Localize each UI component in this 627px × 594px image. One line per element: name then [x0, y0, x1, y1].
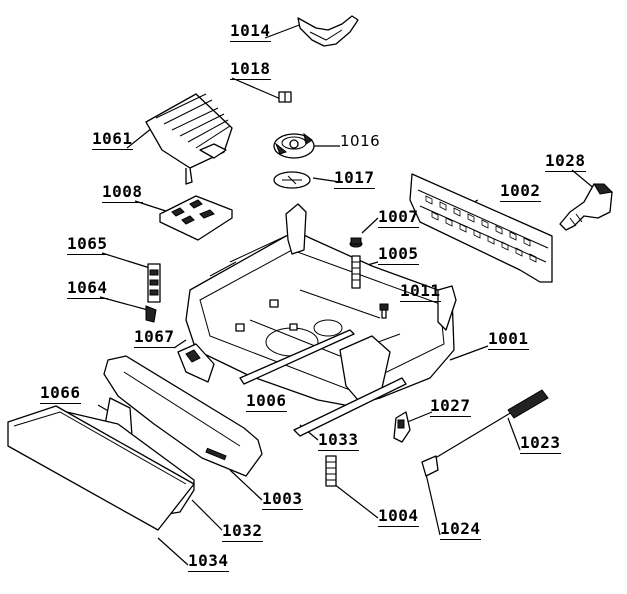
part-1024-connector: [421, 455, 439, 477]
callout-1008: 1008: [102, 182, 143, 203]
callout-1032: 1032: [222, 521, 263, 542]
callout-1002: 1002: [500, 181, 541, 202]
callout-1001: 1001: [488, 329, 529, 350]
callout-1061: 1061: [92, 129, 133, 150]
part-1065-switch: [147, 263, 161, 303]
part-1005-shaft: [351, 255, 361, 289]
part-1016-pump-housing: [273, 132, 315, 159]
callout-1027: 1027: [430, 396, 471, 417]
callout-1034: 1034: [188, 551, 229, 572]
callout-1005: 1005: [378, 244, 419, 265]
part-1033-strip: [293, 377, 407, 437]
part-1034-outer-panel: [7, 405, 195, 531]
part-1001-base-frame: [185, 203, 457, 407]
callout-1065: 1065: [67, 234, 108, 255]
callout-1016: 1016: [340, 132, 381, 150]
callout-1064: 1064: [67, 278, 108, 299]
callout-1017: 1017: [334, 168, 375, 189]
part-1004-spring: [325, 455, 337, 487]
part-1067-housing: [177, 343, 215, 383]
part-1064-knob: [145, 305, 157, 323]
callout-1066: 1066: [40, 383, 81, 404]
callout-1007: 1007: [378, 207, 419, 228]
part-1011-screw: [379, 303, 389, 319]
callout-1024: 1024: [440, 519, 481, 540]
callout-1003: 1003: [262, 489, 303, 510]
part-1027-hinge: [393, 411, 411, 443]
part-1008-module: [159, 195, 233, 241]
part-1014-bracket: [297, 15, 359, 47]
callout-1033: 1033: [318, 430, 359, 451]
callout-1011: 1011: [400, 281, 441, 302]
part-1061-cover: [145, 93, 233, 185]
part-1018-clip: [278, 91, 292, 103]
callout-1023: 1023: [520, 433, 561, 454]
part-1002-rear-panel: [409, 173, 553, 283]
part-1028-hose: [559, 183, 614, 231]
part-1017-seal: [273, 171, 311, 189]
callout-1004: 1004: [378, 506, 419, 527]
part-1023-spring-cable: [431, 389, 549, 461]
callout-1018: 1018: [230, 59, 271, 80]
callout-1014: 1014: [230, 21, 271, 42]
part-1007-cap: [349, 237, 363, 248]
part-1006-rod: [239, 329, 355, 385]
callout-1028: 1028: [545, 151, 586, 172]
callout-1067: 1067: [134, 327, 175, 348]
callout-1006: 1006: [246, 391, 287, 412]
